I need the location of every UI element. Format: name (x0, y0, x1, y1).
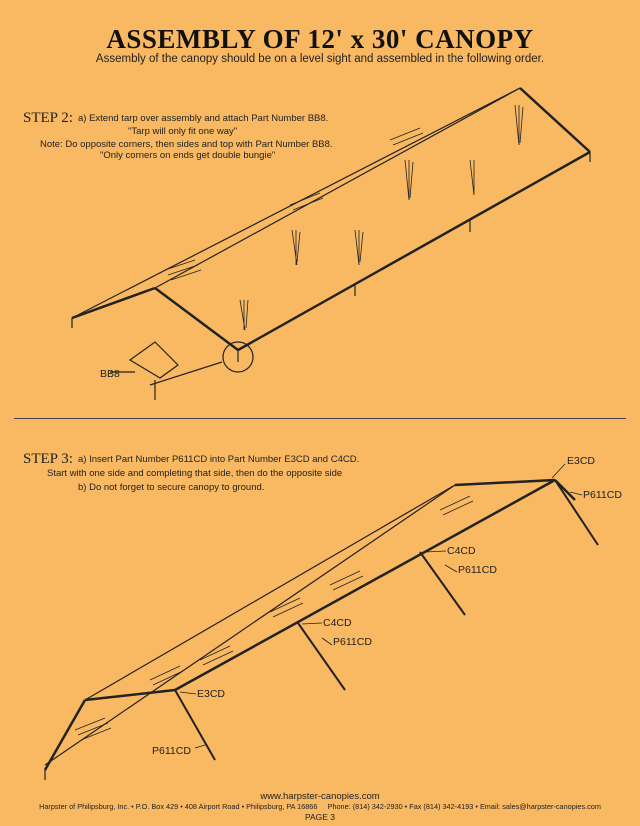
p611cd-label-mid-right: P611CD (458, 564, 497, 576)
step2-tarp-note: "Tarp will only fit one way" (128, 126, 238, 137)
p611cd-label-left: P611CD (152, 745, 191, 757)
step3-label: STEP 3: (23, 451, 73, 467)
page-title: ASSEMBLY OF 12' x 30' CANOPY (106, 24, 534, 54)
bb8-callout-label: BB8 (100, 368, 120, 380)
step3-instruction-b: b) Do not forget to secure canopy to gro… (78, 482, 265, 493)
step2-canopy-drawing (71, 87, 591, 400)
footer-contact-line: Harpster of Philipsburg, Inc. • P.O. Box… (0, 802, 640, 811)
footer-contact: Phone: (814) 342-2930 • Fax (814) 342-41… (327, 802, 601, 811)
page-subtitle: Assembly of the canopy should be on a le… (95, 53, 545, 65)
section-divider (14, 418, 626, 419)
p611cd-label-mid: P611CD (333, 636, 372, 648)
step2-corner-note: "Only corners on ends get double bungie" (100, 150, 276, 161)
step3-canopy-drawing (43, 463, 599, 780)
page-number: PAGE 3 (304, 812, 336, 822)
step2-note: Note: Do opposite corners, then sides an… (40, 139, 333, 150)
footer-website: www.harpster-canopies.com (260, 791, 380, 802)
step2-instruction-a: a) Extend tarp over assembly and attach … (78, 113, 329, 124)
p611cd-label-right: P611CD (583, 489, 622, 501)
c4cd-label-right: C4CD (447, 545, 476, 557)
c4cd-label-mid: C4CD (323, 617, 352, 629)
e3cd-label-left: E3CD (197, 688, 226, 700)
step3-side-note: Start with one side and completing that … (47, 468, 343, 479)
e3cd-label-top: E3CD (567, 455, 596, 467)
step2-label: STEP 2: (23, 110, 73, 126)
step3-instruction-a: a) Insert Part Number P611CD into Part N… (78, 454, 360, 465)
footer-address: Harpster of Philipsburg, Inc. • P.O. Box… (39, 802, 318, 811)
